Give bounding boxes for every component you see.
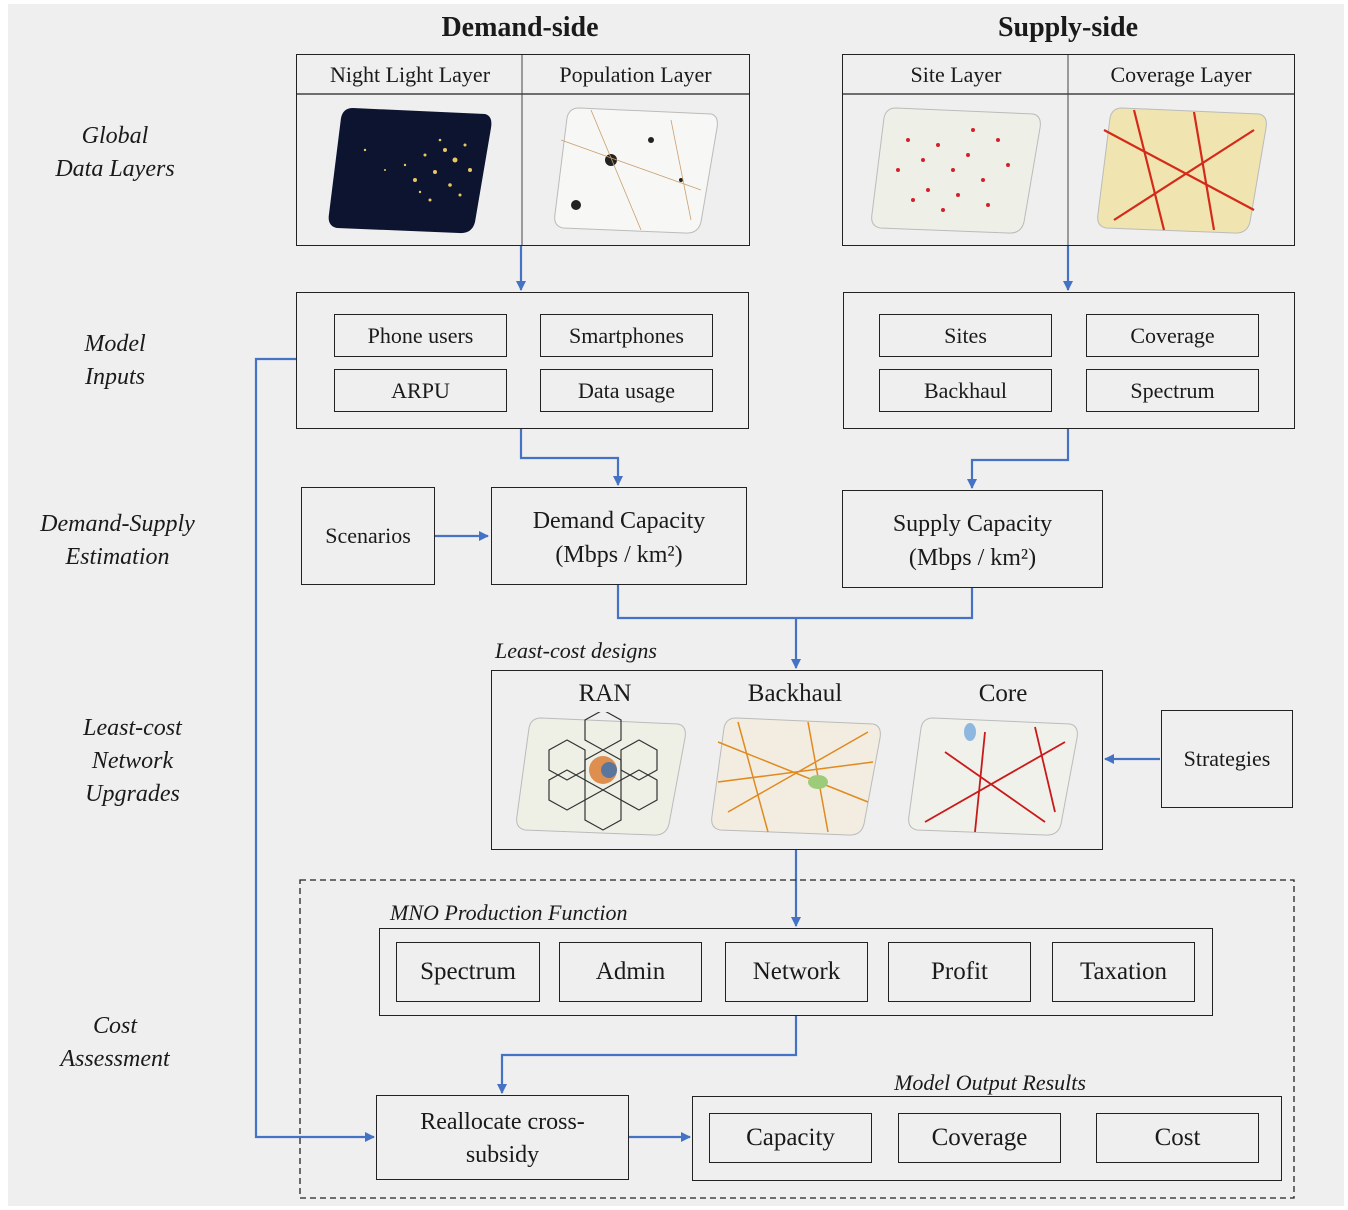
model-output-results-box [692,1096,1282,1181]
demand-side-header: Demand-side [441,12,599,43]
supply-inputs-box [843,292,1295,429]
mno-spectrum: Spectrum [396,942,540,1002]
supply-layers-box [842,54,1295,246]
site-map-image [871,107,1041,234]
output-coverage: Coverage [898,1113,1061,1163]
reallocate-line1: Reallocate cross- [420,1108,585,1135]
supply-capacity-unit: (Mbps / km²) [908,544,1037,571]
demand-capacity-box [491,487,747,585]
input-spectrum: Spectrum [1086,369,1259,412]
backhaul-label: Backhaul [747,680,843,707]
arrow-demand-inputs-to-capacity [519,428,623,486]
reallocate-cross-subsidy-box [376,1095,629,1180]
supply-capacity-title: Supply Capacity [892,510,1053,537]
input-backhaul: Backhaul [879,369,1052,412]
night-light-map-image [328,108,492,234]
supply-side-header: Supply-side [997,12,1139,43]
arrow-inputs-to-reallocate [254,357,375,1142]
mno-taxation: Taxation [1052,942,1195,1002]
model-output-results-title: Model Output Results [894,1070,1086,1095]
arrow-mno-to-reallocate [497,1015,798,1094]
coverage-map-image [1097,107,1267,234]
input-coverage: Coverage [1086,314,1259,357]
demand-layers-box [296,54,750,246]
cost-assessment-dashed-boundary [299,879,1295,1199]
strategies-box: Strategies [1161,710,1293,808]
core-label: Core [978,680,1028,707]
core-map-image [908,717,1078,836]
mno-profit: Profit [888,942,1031,1002]
input-arpu: ARPU [334,369,507,412]
backhaul-map-image [711,717,881,836]
night-light-layer-label: Night Light Layer [329,62,491,87]
supply-capacity-box [842,490,1103,588]
ran-map-image [516,712,686,836]
ran-label: RAN [578,680,632,707]
demand-inputs-box [296,292,749,429]
demand-capacity-unit: (Mbps / km²) [555,541,683,568]
input-phone-users: Phone users [334,314,507,357]
output-cost: Cost [1096,1113,1259,1163]
demand-capacity-title: Demand Capacity [532,507,706,534]
input-smartphones: Smartphones [540,314,713,357]
connector-capacities-merge [616,585,974,620]
arrow-supply-inputs-to-capacity [967,428,1070,489]
population-map-image [554,107,718,234]
least-cost-designs-title: Least-cost designs [495,638,657,663]
mno-production-function-box [379,928,1213,1016]
population-layer-label: Population Layer [559,62,712,87]
site-layer-label: Site Layer [910,62,1002,87]
scenarios-box: Scenarios [301,487,435,585]
least-cost-designs-box [491,670,1103,850]
mno-production-function-title: MNO Production Function [390,900,628,925]
coverage-layer-label: Coverage Layer [1110,62,1252,87]
output-capacity: Capacity [709,1113,872,1163]
reallocate-line2: subsidy [465,1141,540,1168]
input-sites: Sites [879,314,1052,357]
mno-network: Network [725,942,868,1002]
input-data-usage: Data usage [540,369,713,412]
mno-admin: Admin [559,942,702,1002]
